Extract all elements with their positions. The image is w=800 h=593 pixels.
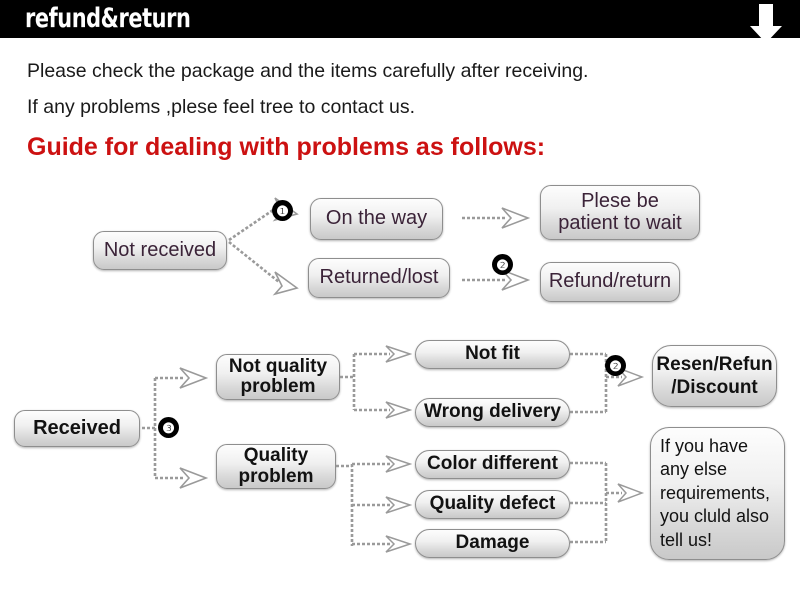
node-other-requirements[interactable]: If you have any else requirements, you c… <box>650 427 785 560</box>
node-not-received[interactable]: Not received <box>93 231 227 270</box>
connector-quality-split <box>336 455 413 553</box>
badge-step-2-lower: ❷ <box>605 355 626 376</box>
node-color-different[interactable]: Color different <box>415 450 570 479</box>
page-title: refund&return <box>25 3 191 34</box>
badge-step-1: ❶ <box>272 200 293 221</box>
node-quality-problem[interactable]: Quality problem <box>216 444 336 489</box>
intro-line-2: If any problems ,plese feel tree to cont… <box>27 96 416 118</box>
guide-heading: Guide for dealing with problems as follo… <box>27 133 546 161</box>
connector-returned-to-refund <box>462 269 531 291</box>
node-not-quality-problem[interactable]: Not quality problem <box>216 354 340 400</box>
node-received[interactable]: Received <box>14 410 140 447</box>
badge-step-3: ❸ <box>158 417 179 438</box>
connector-merge-quality <box>570 461 645 544</box>
connector-received-split <box>142 367 209 489</box>
node-wrong-delivery[interactable]: Wrong delivery <box>415 398 570 427</box>
badge-step-2-upper: ❷ <box>492 254 513 275</box>
node-returned-lost[interactable]: Returned/lost <box>308 258 450 298</box>
intro-line-1: Please check the package and the items c… <box>27 60 589 82</box>
node-damage[interactable]: Damage <box>415 529 570 558</box>
node-on-the-way[interactable]: On the way <box>310 198 443 240</box>
down-arrow-icon <box>750 4 782 43</box>
node-quality-defect[interactable]: Quality defect <box>415 490 570 519</box>
node-refund-return[interactable]: Refund/return <box>540 262 680 302</box>
node-not-fit[interactable]: Not fit <box>415 340 570 369</box>
connector-notquality-split <box>340 345 413 419</box>
connector-merge-notquality <box>570 352 645 414</box>
node-please-be-patient[interactable]: Plese be patient to wait <box>540 185 700 240</box>
header-bar: refund&return <box>0 0 800 38</box>
node-resend-refund-discount[interactable]: Resen/Refun /Discount <box>652 345 777 407</box>
connector-on-the-way-to-wait <box>462 207 531 229</box>
